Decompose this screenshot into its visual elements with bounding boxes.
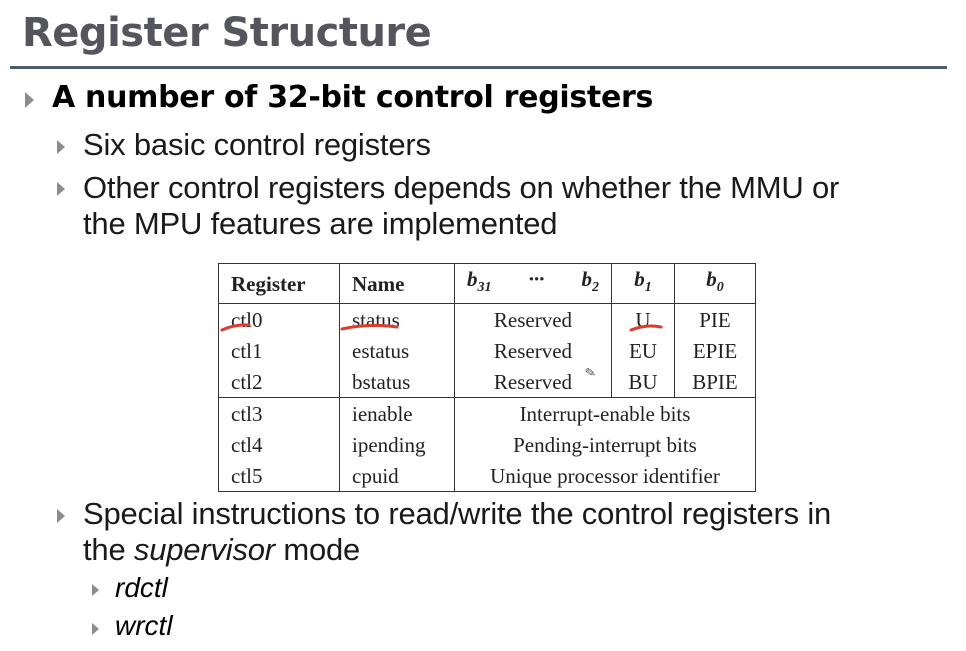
cell-field: Unique processor identifier — [454, 460, 756, 492]
underline-mark-ctl1 — [220, 323, 251, 332]
cell-bit0: PIE — [674, 303, 756, 336]
table-row: ctl5 cpuid Unique processor identifier — [218, 460, 756, 492]
bullet-six-basic: Six basic control registers — [83, 127, 431, 162]
table-header-row: Register Name b31 ··· b2 b1 b0 — [218, 263, 756, 305]
bullet-other-registers-line2: the MPU features are implemented — [83, 206, 558, 241]
underline-mark-status — [340, 323, 399, 331]
header-register: Register — [218, 263, 340, 305]
table-row: ctl1 estatus Reserved EU EPIE — [218, 335, 756, 367]
header-bits-31-2: b31 ··· b2 — [454, 263, 612, 305]
cell-name: estatus — [339, 335, 455, 367]
bullet-arrow-icon — [57, 182, 65, 196]
cell-register: ctl5 — [218, 460, 340, 492]
bullet-special-instructions-line1: Special instructions to read/write the c… — [83, 496, 832, 531]
control-register-table: Register Name b31 ··· b2 b1 b0 ctl0 stat… — [218, 263, 756, 493]
bullet-control-registers: A number of 32-bit control registers — [52, 80, 654, 115]
cell-bit0: EPIE — [674, 335, 756, 367]
cell-bit1: EU — [611, 335, 675, 367]
bullet-special-instructions-line2: the supervisor mode — [83, 532, 361, 567]
cell-field: Interrupt-enable bits — [454, 397, 756, 430]
supervisor-emphasis: supervisor — [133, 532, 275, 567]
cell-field: Pending-interrupt bits — [454, 429, 756, 461]
bullet-arrow-icon — [57, 509, 65, 523]
cell-name: status — [339, 303, 455, 336]
header-bit-0: b0 — [674, 263, 756, 305]
table-row: ctl2 bstatus Reserved BU BPIE — [218, 366, 756, 398]
bullet-arrow-icon — [92, 584, 99, 596]
slide-title: Register Structure — [22, 10, 432, 56]
cell-name: bstatus — [339, 366, 455, 398]
instruction-wrctl: wrctl — [115, 610, 173, 641]
cell-register: ctl2 — [218, 366, 340, 398]
table-row: ctl4 ipending Pending-interrupt bits — [218, 429, 756, 461]
pencil-icon: ✎ — [583, 365, 598, 382]
underline-mark-u — [629, 324, 663, 332]
instruction-rdctl: rdctl — [115, 572, 168, 603]
bullet-other-registers-line1: Other control registers depends on wheth… — [83, 170, 840, 205]
cell-field: Reserved — [454, 366, 612, 398]
cell-register: ctl0 — [218, 303, 340, 336]
cell-field: Reserved — [454, 303, 612, 336]
title-divider — [10, 66, 947, 69]
bullet-arrow-icon — [57, 140, 65, 154]
bullet-arrow-icon — [92, 623, 99, 635]
cell-name: ipending — [339, 429, 455, 461]
cell-name: cpuid — [339, 460, 455, 492]
bullet-arrow-icon — [25, 92, 34, 108]
header-name: Name — [339, 263, 455, 305]
cell-name: ienable — [339, 397, 455, 430]
cell-bit0: BPIE — [674, 366, 756, 398]
cell-register: ctl1 — [218, 335, 340, 367]
cell-bit1: BU — [611, 366, 675, 398]
table-row: ctl3 ienable Interrupt-enable bits — [218, 397, 756, 430]
header-bit-1: b1 — [611, 263, 675, 305]
